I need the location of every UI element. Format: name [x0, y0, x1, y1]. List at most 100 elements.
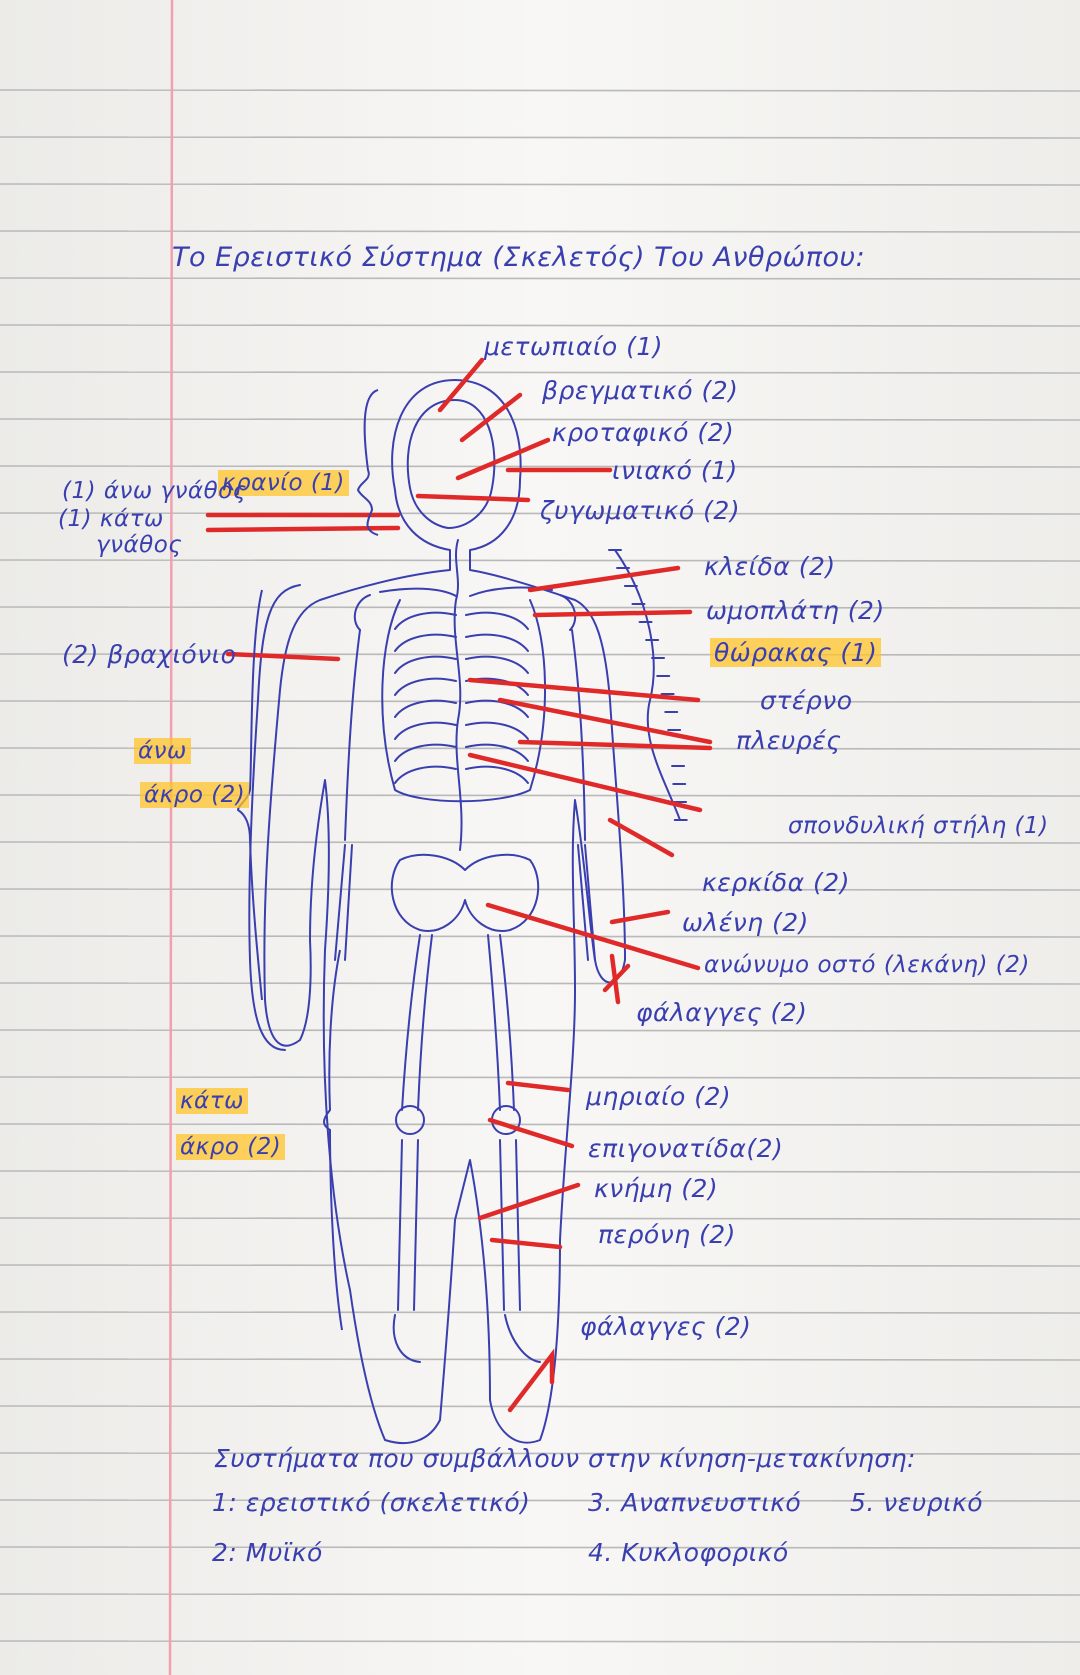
- pointer-lower-jaw: [205, 525, 401, 533]
- label-parietal: βρεγματικό (2): [542, 376, 739, 405]
- label-thorax: θώρακας (1): [710, 638, 882, 667]
- pointer-clavicle: [527, 565, 681, 593]
- pointer-parietal: [459, 392, 523, 443]
- pointer-ribs-2: [517, 739, 713, 751]
- femur-right: [487, 934, 515, 1111]
- upper-limb-bracket: [236, 589, 263, 1001]
- pointer-ulna: [609, 909, 671, 925]
- rule-line: [0, 1029, 1080, 1032]
- label-upper-limb-2: άκρο (2): [140, 782, 250, 808]
- label-phalanges-hand: φάλαγγες (2): [636, 998, 808, 1027]
- label-patella: επιγονατίδα(2): [588, 1134, 784, 1163]
- rule-line: [0, 700, 1080, 703]
- rule-line: [0, 1358, 1080, 1361]
- rib: [394, 743, 529, 762]
- pelvis: [390, 853, 540, 932]
- tibia-right: [499, 1139, 521, 1311]
- pointer-tibia: [477, 1182, 581, 1221]
- label-hip: ανώνυμο οστό (λεκάνη) (2): [704, 952, 1030, 978]
- patella-left: [395, 1105, 425, 1135]
- pointer-phalanges-foot: [507, 1348, 555, 1413]
- rib: [394, 721, 529, 740]
- rule-line: [0, 371, 1080, 374]
- label-humerus: (2) βραχιόνιο: [62, 640, 237, 669]
- rib: [394, 655, 529, 674]
- feet: [392, 1314, 541, 1363]
- pointer-sternum: [467, 677, 701, 703]
- label-upper-limb-1: άνω: [134, 738, 191, 764]
- footer-heading: Συστήματα που συμβάλλουν στην κίνηση-μετ…: [214, 1444, 916, 1473]
- forearm-right: [577, 844, 596, 961]
- rule-line: [0, 418, 1080, 421]
- label-fibula: περόνη (2): [598, 1220, 736, 1249]
- label-lower-limb-1: κάτω: [176, 1088, 248, 1114]
- rule-line: [0, 324, 1080, 327]
- rule-line: [0, 1076, 1080, 1079]
- rule-line: [0, 559, 1080, 562]
- pointer-frontal: [437, 357, 485, 413]
- pointer-fibula: [489, 1237, 563, 1250]
- margin-line: [168, 0, 174, 1675]
- rule-line: [0, 1452, 1080, 1455]
- skeleton-drawing: [248, 379, 688, 1445]
- footer-item-5: 5. νευρικό: [850, 1488, 984, 1517]
- humerus-left: [344, 629, 361, 841]
- rule-line: [0, 1311, 1080, 1314]
- label-occipital: ινιακό (1): [612, 456, 738, 485]
- label-zygomatic: ζυγωματικό (2): [540, 496, 741, 525]
- label-upper-jaw: (1) άνω γνάθος: [62, 478, 247, 504]
- rule-line: [0, 136, 1080, 139]
- pointer-humerus: [225, 651, 341, 662]
- brackets: [236, 389, 379, 1331]
- rib: [394, 611, 529, 630]
- rule-line: [0, 1640, 1080, 1643]
- pointer-ribs-1: [497, 697, 713, 745]
- rib: [394, 765, 529, 784]
- pointer-zygomatic: [415, 493, 531, 503]
- label-tibia: κνήμη (2): [594, 1174, 719, 1203]
- rule-line: [0, 606, 1080, 609]
- pointer-femur: [505, 1080, 571, 1093]
- rule-line: [0, 1546, 1080, 1549]
- pointer-scapula: [532, 609, 693, 618]
- humerus-right: [571, 629, 586, 841]
- shoulder-left: [353, 594, 371, 631]
- label-sternum: στέρνο: [760, 686, 853, 715]
- label-lower-jaw-2: γνάθος: [96, 532, 183, 558]
- shoulder-right: [559, 594, 577, 631]
- pointer-radius: [607, 817, 675, 858]
- rule-line: [0, 1217, 1080, 1220]
- rule-line: [0, 1593, 1080, 1596]
- rule-line: [0, 512, 1080, 515]
- rule-line: [0, 1499, 1080, 1502]
- label-radius: κερκίδα (2): [702, 868, 850, 897]
- page-title: Το Ερειστικό Σύστημα (Σκελετός) Του Ανθρ…: [172, 242, 866, 273]
- footer-item-2: 2: Μυϊκό: [212, 1538, 323, 1567]
- label-phalanges-foot: φάλαγγες (2): [580, 1312, 752, 1341]
- pointer-temporal: [455, 437, 551, 481]
- forearm-left: [334, 844, 353, 961]
- label-temporal: κροταφικό (2): [552, 418, 735, 447]
- footer-item-3: 3. Αναπνευστικό: [588, 1488, 802, 1517]
- rule-line: [0, 230, 1080, 233]
- pointer-spine: [467, 752, 703, 813]
- rule-line: [0, 89, 1080, 92]
- label-spine: σπονδυλική στήλη (1): [788, 813, 1049, 839]
- spine: [453, 539, 463, 851]
- tibia-left: [397, 1139, 419, 1311]
- side-spine: [614, 549, 681, 821]
- rule-line: [0, 1405, 1080, 1408]
- annotation-lines: [205, 357, 713, 1413]
- label-lower-limb-2: άκρο (2): [176, 1134, 286, 1160]
- body-outline: [263, 379, 626, 1445]
- footer-item-1: 1: ερειστικό (σκελετικό): [212, 1488, 531, 1517]
- rule-line: [0, 1123, 1080, 1126]
- rule-line: [0, 1264, 1080, 1267]
- label-scapula: ωμοπλάτη (2): [706, 596, 885, 625]
- rule-line: [0, 1170, 1080, 1173]
- rule-line: [0, 277, 1080, 280]
- rib: [394, 633, 529, 652]
- rule-line: [0, 888, 1080, 891]
